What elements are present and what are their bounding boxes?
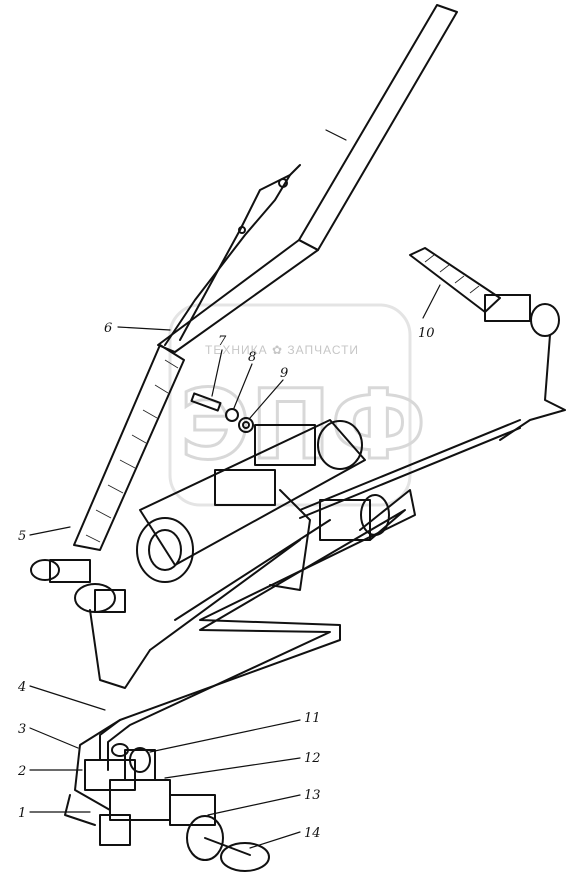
callout-9: 9 <box>280 366 288 381</box>
callout-2: 2 <box>17 764 26 779</box>
callout-1: 1 <box>18 806 26 821</box>
wiper-rod <box>157 4 458 353</box>
watermark: ЭПФ ТЕХНИКА ✿ ЗАПЧАСТИ <box>168 303 428 507</box>
callout-5: 5 <box>18 529 26 544</box>
callout-6: 6 <box>104 321 112 336</box>
valve-assembly <box>84 743 171 846</box>
callout-13: 13 <box>304 788 321 803</box>
callout-labels: 1 2 3 4 5 6 7 8 9 10 11 12 13 14 <box>17 321 435 841</box>
wiper-arm-10 <box>409 247 566 441</box>
callout-11: 11 <box>304 711 321 726</box>
callout-7: 7 <box>218 334 227 349</box>
callout-leaders <box>29 284 441 849</box>
callout-10: 10 <box>418 326 435 341</box>
callout-12: 12 <box>304 751 321 766</box>
callout-8: 8 <box>248 350 256 365</box>
air-tubes <box>64 489 416 826</box>
wiper-motor <box>136 419 390 591</box>
callout-14: 14 <box>304 826 321 841</box>
callout-3: 3 <box>18 722 26 737</box>
control-knob <box>169 794 270 872</box>
small-parts <box>190 392 254 433</box>
connecting-rod <box>149 419 521 651</box>
watermark-text: ТЕХНИКА ✿ ЗАПЧАСТИ <box>205 343 359 357</box>
wiper-arm-5 <box>30 344 185 689</box>
callout-4: 4 <box>17 680 26 695</box>
